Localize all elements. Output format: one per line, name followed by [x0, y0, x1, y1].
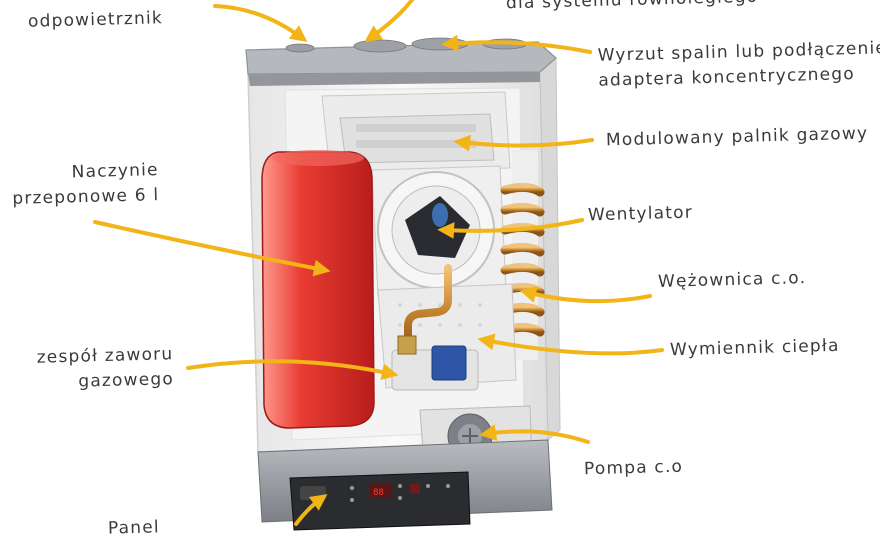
label-panel: Panel — [108, 515, 161, 541]
label-fan-line1: Wentylator — [587, 202, 694, 226]
label-coil-line1: Wężownica c.o. — [657, 268, 807, 292]
label-air-vent: odpowietrznik — [28, 6, 164, 35]
label-panel-line1: Panel — [107, 517, 161, 539]
arrow-pump — [479, 424, 590, 444]
label-fan: Wentylator — [588, 201, 694, 229]
copper-pipes — [400, 264, 452, 454]
arrow-gas-valve — [186, 359, 399, 381]
svg-text:88: 88 — [373, 488, 384, 498]
label-gas-valve-line2: gazowego — [78, 369, 175, 392]
arrow-fan — [437, 218, 584, 239]
arrow-flue-outlet — [441, 34, 592, 54]
label-expansion-vessel: Naczynie przeponowe 6 l — [11, 158, 160, 212]
label-heat-exchanger: Wymiennik ciepła — [670, 334, 840, 363]
label-flue-outlet: Wyrzut spalin lub podłączenie adaptera k… — [597, 36, 880, 94]
label-air-vent-line1: odpowietrznik — [27, 8, 164, 32]
label-coil: Wężownica c.o. — [658, 266, 807, 295]
label-pump: Pompa c.o — [584, 455, 684, 483]
label-expansion-vessel-line2: przeponowe 6 l — [12, 185, 160, 209]
arrow-coil — [519, 286, 652, 304]
arrow-parallel-system — [364, 0, 414, 42]
arrow-expansion-vessel — [93, 220, 331, 277]
arrow-panel — [294, 494, 328, 526]
label-pump-line1: Pompa c.o — [583, 456, 684, 480]
label-expansion-vessel-line1: Naczynie — [71, 160, 159, 183]
top-cover — [245, 37, 557, 86]
label-gas-valve: zespół zaworu gazowego — [33, 342, 174, 396]
expansion-vessel — [261, 150, 375, 429]
burner-assembly — [321, 91, 511, 173]
label-heat-exchanger-line1: Wymiennik ciepła — [669, 335, 840, 361]
arrow-air-vent — [213, 4, 308, 43]
arrow-heat-exchanger — [477, 333, 664, 356]
callout-arrows — [93, 0, 664, 526]
air-vent-outlet — [285, 43, 315, 53]
gas-valve-assembly — [391, 335, 479, 391]
control-panel: 88 — [257, 439, 553, 531]
arrow-burner — [453, 134, 594, 152]
label-gas-valve-line1: zespół zaworu — [36, 344, 174, 368]
